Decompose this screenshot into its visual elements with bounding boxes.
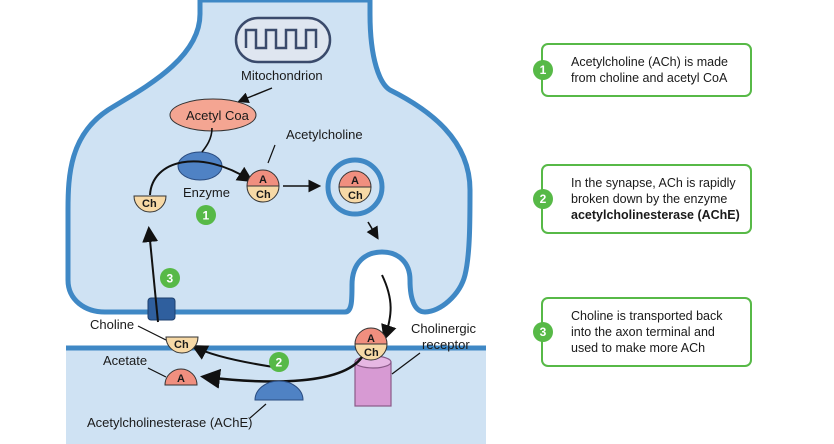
cholinergic-receptor: [354, 355, 392, 407]
acetylcholine-molecule: [246, 169, 280, 203]
ach-a-symbol: A: [259, 174, 267, 186]
choline-start-symbol: Ch: [142, 198, 157, 210]
step-marker-1-text: 1: [203, 209, 210, 223]
acetylcholine-label: Acetylcholine: [286, 127, 363, 142]
step-marker-3-text: 3: [167, 272, 174, 286]
step-box-2: 2 In the synapse, ACh is rapidly broken …: [533, 164, 752, 234]
receptor-a-symbol: A: [367, 333, 375, 345]
choline-start: [133, 195, 167, 213]
step-box-1: 1 Acetylcholine (ACh) is made from choli…: [533, 43, 752, 97]
vesicle-a-symbol: A: [351, 175, 359, 187]
step-box-3: 3 Choline is transported back into the a…: [533, 297, 752, 367]
acetyl-coa: [169, 98, 257, 132]
receptor-label-line1: Cholinergic: [411, 321, 477, 336]
step-marker-2-text: 2: [276, 356, 283, 370]
receptor-label-line2: receptor: [422, 337, 470, 352]
ach-ch-symbol: Ch: [256, 189, 271, 201]
enzyme: [177, 151, 223, 181]
ach-at-receptor: [354, 327, 388, 361]
receptor-ch-symbol: Ch: [364, 347, 379, 359]
enzyme-label: Enzyme: [183, 185, 230, 200]
vesicle: [325, 157, 385, 217]
step-badge-2: 2: [533, 189, 553, 209]
vesicle-ch-symbol: Ch: [348, 190, 363, 202]
acetyl-coa-label: Acetyl Coa: [186, 108, 250, 123]
acetate: [164, 368, 198, 386]
step-marker-2: [269, 352, 289, 372]
step-text-3: Choline is transported back into the axo…: [571, 309, 723, 355]
step-marker-1: [196, 205, 216, 225]
step-text-2: In the synapse, ACh is rapidly broken do…: [571, 176, 740, 222]
acetate-label: Acetate: [103, 353, 147, 368]
acetate-symbol: A: [177, 373, 185, 385]
free-choline: [165, 336, 199, 354]
step-text-1: Acetylcholine (ACh) is made from choline…: [571, 55, 729, 85]
mitochondrion: [234, 16, 332, 64]
free-choline-symbol: Ch: [174, 339, 189, 351]
ache-label: Acetylcholinesterase (AChE): [87, 415, 252, 430]
step-marker-3: [160, 268, 180, 288]
mitochondrion-label: Mitochondrion: [241, 68, 323, 83]
step-badge-1: 1: [533, 60, 553, 80]
step-badge-3: 3: [533, 322, 553, 342]
ache-enzyme: [254, 380, 304, 401]
choline-label: Choline: [90, 317, 134, 332]
choline-transporter: [147, 297, 176, 321]
